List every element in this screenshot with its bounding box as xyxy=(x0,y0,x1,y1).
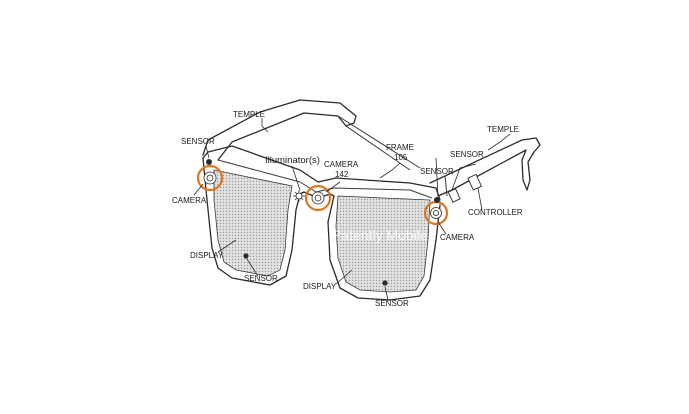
glasses-frame xyxy=(202,145,441,301)
controller-box xyxy=(467,173,483,191)
label-camera-left: CAMERA xyxy=(172,196,207,205)
label-sensor-right: SENSOR xyxy=(420,167,454,176)
camera-right-icon xyxy=(423,200,449,226)
label-sensor-top-left: SENSOR xyxy=(181,137,215,146)
label-sensor-bottom-right: SENSOR xyxy=(375,299,409,308)
display-left-lens xyxy=(213,169,293,277)
temple-arm-right xyxy=(429,137,541,197)
label-frame: FRAME xyxy=(386,143,414,152)
label-sensor-bottom-left: SENSOR xyxy=(244,274,278,283)
display-right-lens xyxy=(335,195,431,293)
label-camera-center-ref: 142 xyxy=(335,170,349,179)
label-camera-center: CAMERA xyxy=(324,160,359,169)
label-display-left: DISPLAY xyxy=(190,251,224,260)
label-temple-right: TEMPLE xyxy=(487,125,519,134)
label-temple-left: TEMPLE xyxy=(233,110,265,119)
watermark-text: Patently Mobile xyxy=(332,227,428,243)
label-sensor-top-right: SENSOR xyxy=(450,150,484,159)
camera-center-icon xyxy=(304,184,332,212)
label-camera-right: CAMERA xyxy=(440,233,475,242)
sensor-dot-top-left xyxy=(206,159,212,165)
label-controller: CONTROLLER xyxy=(468,208,523,217)
illuminator-icon xyxy=(293,190,305,202)
sensor-dot-top-right xyxy=(434,197,440,203)
leader-lines xyxy=(193,118,511,301)
sensor-dot-bottom-right xyxy=(382,280,388,286)
sensor-box xyxy=(447,188,461,203)
label-illuminators: Illuminator(s) xyxy=(265,155,320,166)
sensor-dot-bottom-left xyxy=(243,253,249,259)
temple-arm-left xyxy=(202,99,421,171)
label-display-right: DISPLAY xyxy=(303,282,337,291)
label-frame-ref: 105 xyxy=(394,153,408,162)
camera-left-icon xyxy=(196,164,224,192)
